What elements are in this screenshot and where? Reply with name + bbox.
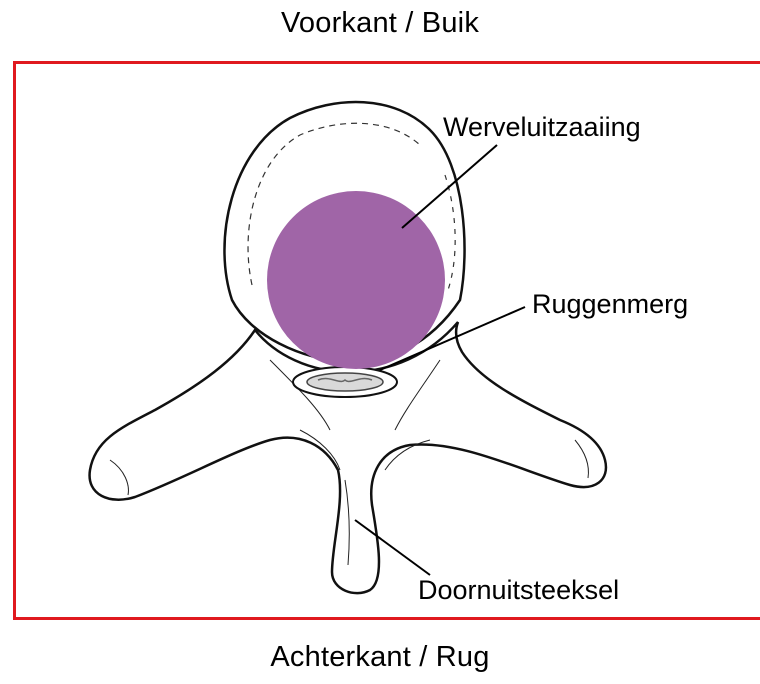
spinal-cord	[307, 373, 383, 391]
spinous-process-label: Doornuitsteeksel	[418, 575, 619, 605]
herniation-label: Werveluitzaaiing	[443, 112, 641, 142]
metastasis-lesion	[267, 191, 445, 369]
posterior-orientation-label: Achterkant / Rug	[0, 640, 760, 674]
spinal-cord-label: Ruggenmerg	[532, 289, 688, 319]
